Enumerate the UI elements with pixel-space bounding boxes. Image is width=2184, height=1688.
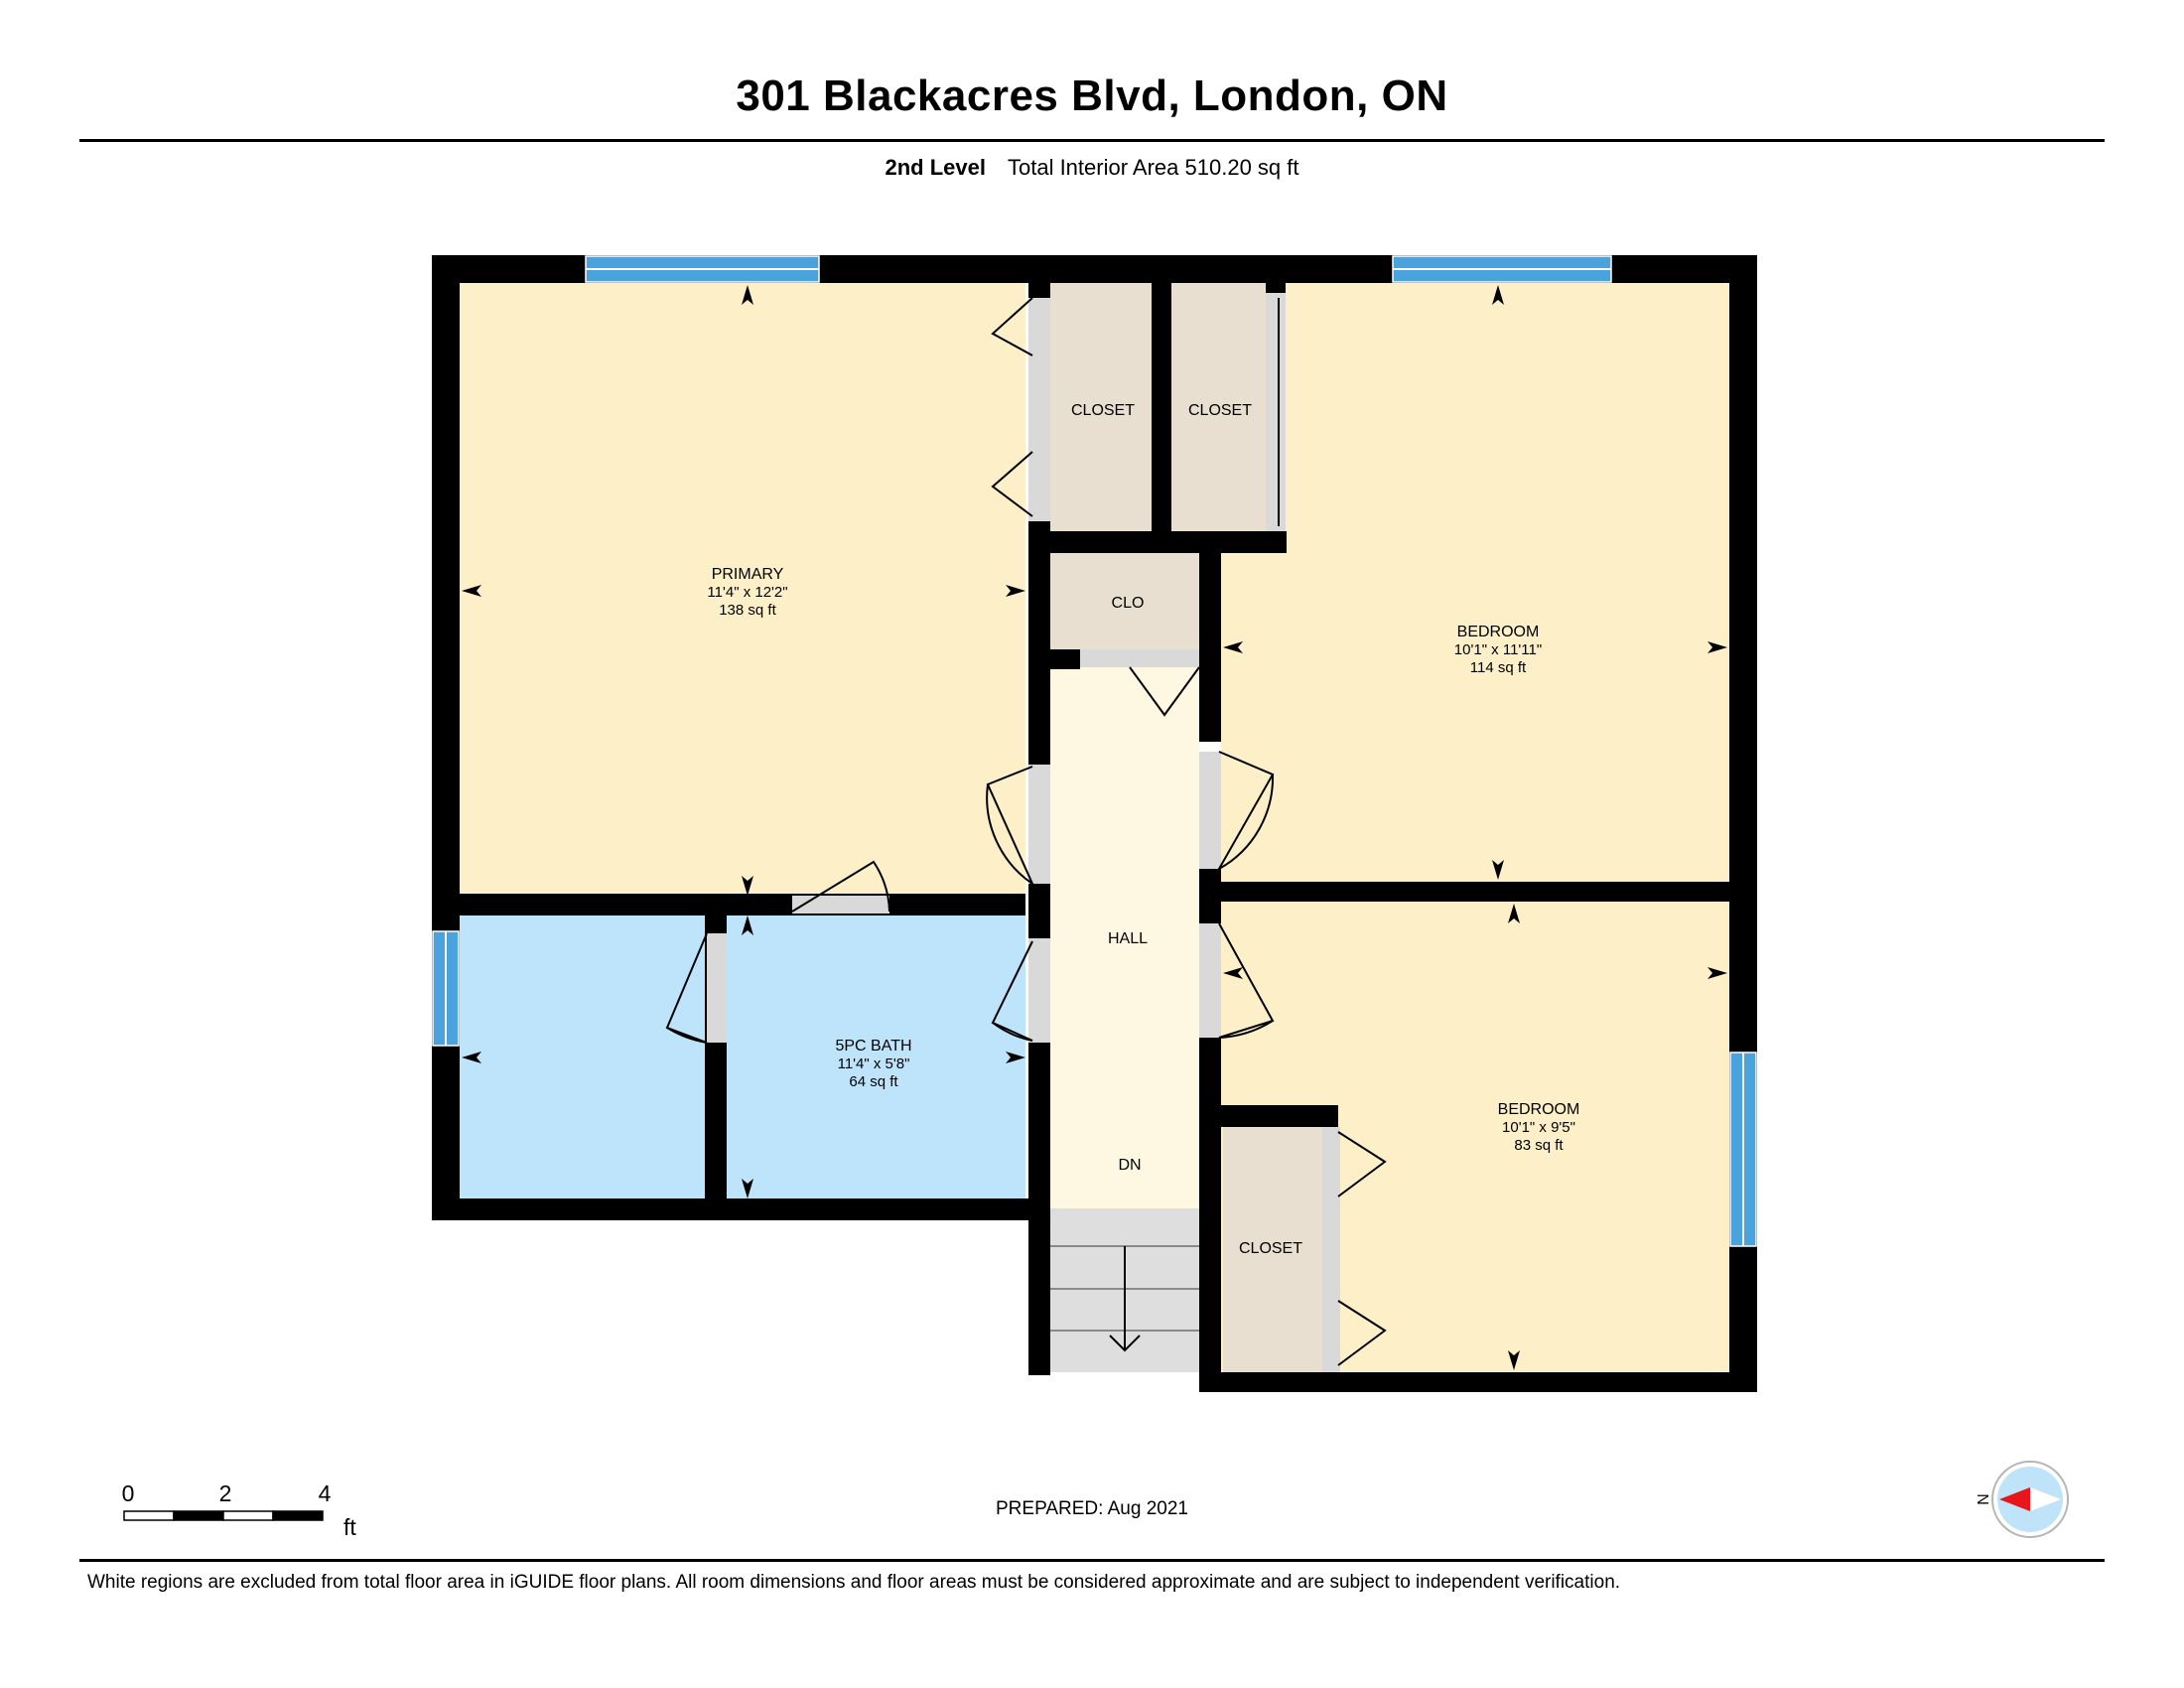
door-openings [707,293,1340,1372]
compass-north-label: N [1974,1493,1990,1505]
dimension-arrows [462,285,1727,1370]
bedroom-2-dims: 10'1" x 9'5" [1502,1119,1575,1136]
bedroom-1-dims: 10'1" x 11'11" [1454,641,1542,658]
primary-name: PRIMARY [712,566,784,583]
clo-room [1050,553,1199,649]
stair-down-arrow [1109,1246,1141,1352]
bedroom-2-area: 83 sq ft [1514,1137,1564,1154]
closet-2-label: CLOSET [1188,402,1252,419]
primary-area: 138 sq ft [719,602,776,619]
prepared-date: PREPARED: Aug 2021 [996,1498,1188,1519]
closet-3-room [1223,1127,1322,1372]
page-title: 301 Blackacres Blvd, London, ON [736,71,1448,120]
bedroom-1-name: BEDROOM [1457,624,1540,640]
bedroom-2-name: BEDROOM [1498,1101,1580,1118]
hall-label: HALL [1108,930,1148,947]
bedroom-1-room [1221,283,1729,884]
closet-2-room [1171,283,1266,531]
primary-room [460,283,1025,899]
scale-tick-0: 0 [122,1480,135,1506]
compass: N [1974,1461,2069,1538]
disclaimer: White regions are excluded from total fl… [87,1572,1621,1593]
footer-rule [79,1559,2105,1562]
stairs-label: DN [1118,1157,1141,1174]
scale-segment [272,1510,324,1521]
closet-1-room [1050,283,1152,531]
bath-name: 5PC BATH [835,1038,911,1055]
window-sills [445,268,1744,1246]
bath-dims: 11'4" x 5'8" [838,1055,910,1072]
bath-area: 64 sq ft [849,1073,898,1090]
primary-dims: 11'4" x 12'2" [707,584,787,601]
scale-tick-4: 4 [319,1480,332,1506]
clo-label: CLO [1112,595,1145,612]
compass-north-arrow-icon [1999,1487,2030,1511]
level-name: 2nd Level [885,155,986,180]
level-subtitle: 2nd Level Total Interior Area 510.20 sq f… [0,155,2184,181]
header-rule [79,139,2105,142]
closet-3-label: CLOSET [1239,1240,1302,1257]
scale-unit: ft [343,1514,356,1540]
scale-bar: 0 2 4 ft [122,1480,357,1540]
scale-tick-2: 2 [219,1480,232,1506]
door-swings [665,297,1387,1366]
bath-room [460,914,1025,1201]
total-area: Total Interior Area 510.20 sq ft [1007,155,1299,180]
bedroom-1-area: 114 sq ft [1470,659,1527,676]
hall-room [1050,667,1199,1208]
compass-south-arrow-icon [2030,1487,2061,1511]
closet-1-label: CLOSET [1071,402,1135,419]
